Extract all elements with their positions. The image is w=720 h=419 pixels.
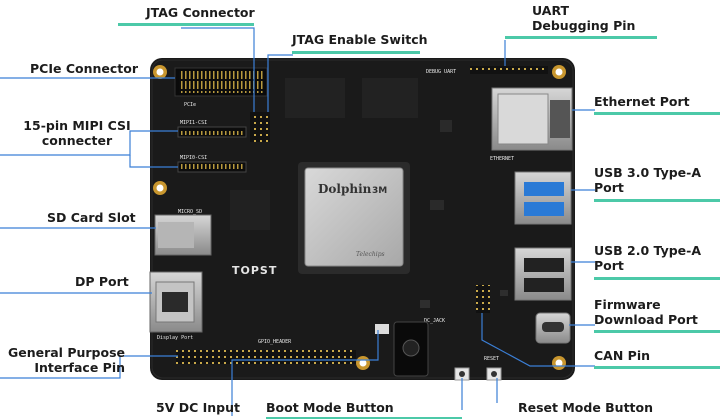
label-gpio-line1: General Purpose [7,345,125,360]
label-reset-mode-button: Reset Mode Button [518,400,654,415]
guide-jtag-enable [267,54,293,112]
boot-button-part [454,367,470,381]
label-usb3-line1: USB 3.0 Type-A [594,165,702,180]
dc-jack: DC_JACK [375,318,445,377]
label-uart-line2: Debugging Pin [532,18,636,33]
label-dc-input: 5V DC Input [156,400,240,415]
brand-silkscreen: TOPST [232,264,277,277]
usb2-port [514,247,572,301]
label-usb3-line2: Port [594,180,624,195]
label-sd-card-slot: SD Card Slot [47,210,136,225]
soc-chip: Dolphin 3M Telechips [298,162,410,274]
silk-debug-uart: DEBUG UART [426,69,456,75]
label-uart: UART Debugging Pin [532,3,635,33]
label-gpio-line2: Interface Pin [34,360,125,375]
underline-can [594,366,720,369]
silk-mipi1: MIPI1-CSI [180,120,207,126]
underline-uart [505,36,657,39]
label-mipi: 15-pin MIPI CSI connecter [22,118,132,148]
label-gpio: General Purpose Interface Pin [0,345,125,375]
label-usb2-line1: USB 2.0 Type-A [594,243,702,258]
reset-button-part: RESET [484,356,502,381]
dp-port-connector: Display Port [149,271,203,341]
guide-dc [231,330,379,416]
chip-name: Dolphin [318,182,372,196]
underline-ethernet [594,112,720,115]
guide-mipi-2 [129,155,178,168]
label-firmware: Firmware Download Port [594,297,698,327]
guide-can [481,313,595,367]
jtag-header [250,112,270,142]
silk-display-port: Display Port [157,335,193,341]
label-mipi-line2: connecter [41,133,113,148]
underline-usb3 [594,199,720,202]
label-boot-mode-button: Boot Mode Button [266,400,394,415]
label-pcie-connector: PCIe Connector [30,61,138,76]
guide-lines [0,27,595,416]
label-jtag-connector: JTAG Connector [146,5,255,20]
label-firmware-line1: Firmware [594,297,661,312]
chip-suffix: 3M [372,186,387,196]
silk-pcie: PCIe [184,102,196,108]
label-uart-line1: UART [532,3,570,18]
silk-mipi0: MIPI0-CSI [180,155,207,161]
silk-dc-jack: DC_JACK [424,318,445,324]
mipi-csi-connectors: MIPI1-CSI MIPI0-CSI [177,120,247,173]
chip-maker: Telechips [356,251,385,258]
can-header [476,285,490,313]
label-dp-port: DP Port [75,274,129,289]
silk-ethernet: ETHERNET [490,156,514,162]
guide-mipi [0,130,178,156]
guide-jtag-connector [181,27,255,112]
underline-boot [266,417,462,419]
ethernet-jack: ETHERNET [490,87,573,162]
silk-gpio: GPIO_HEADER [258,339,292,345]
label-usb2-line2: Port [594,258,624,273]
silk-micro-sd: MICRO_SD [178,209,202,215]
underline-jtag-enable-switch [292,51,420,54]
sd-card-slot: MICRO_SD [154,209,212,256]
silk-reset: RESET [484,356,499,362]
label-jtag-enable-switch: JTAG Enable Switch [292,32,428,47]
label-usb3: USB 3.0 Type-A Port [594,165,701,195]
underline-firmware [594,330,720,333]
label-mipi-line1: 15-pin MIPI CSI [23,118,131,133]
uart-header: DEBUG UART [426,66,548,75]
usb3-port [514,171,572,225]
guide-gpio [0,355,178,379]
label-usb2: USB 2.0 Type-A Port [594,243,701,273]
underline-usb2 [594,277,720,280]
label-ethernet-port: Ethernet Port [594,94,690,109]
label-firmware-line2: Download Port [594,312,698,327]
pcie-slot: PCIe [174,67,268,108]
label-can-pin: CAN Pin [594,348,651,363]
usb-c-port [535,312,571,344]
underline-jtag-connector [118,23,254,26]
